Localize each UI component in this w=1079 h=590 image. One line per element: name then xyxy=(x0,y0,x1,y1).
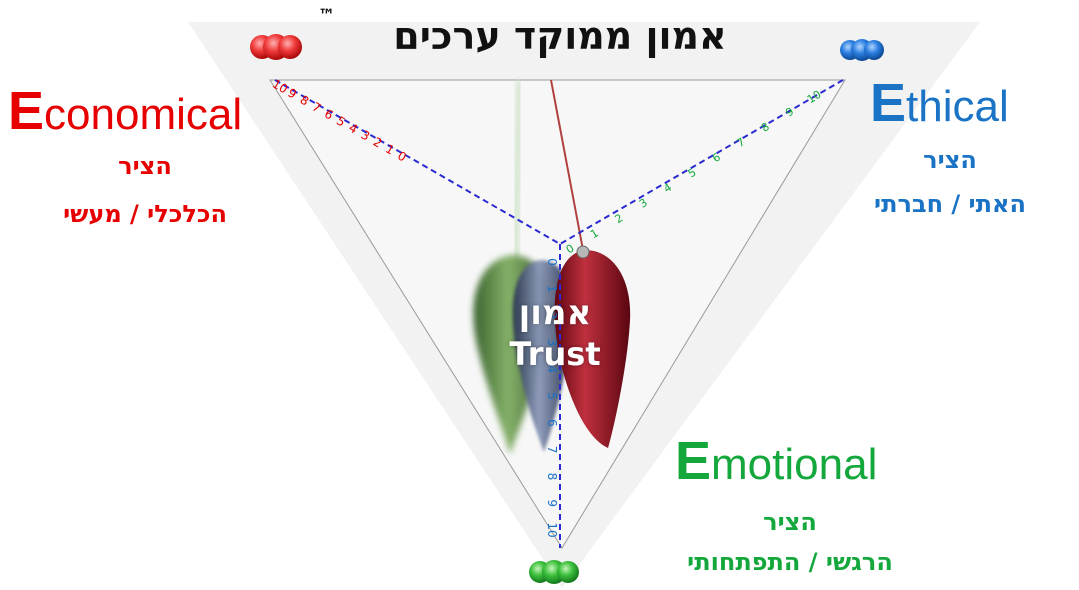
emotional-initial: E xyxy=(675,431,712,491)
scale-emotional: 0 1 2 3 4 5 6 7 8 9 10 xyxy=(545,258,559,537)
ethical-tick-10: 10 xyxy=(805,88,824,106)
emotional-tick-9: 9 xyxy=(545,499,559,507)
emotional-tick-5: 5 xyxy=(545,392,559,400)
red-balls-icon xyxy=(250,34,302,60)
emotional-label: Emotional xyxy=(675,430,877,492)
page-title: אמון ממוקד ערכים xyxy=(393,14,727,58)
trademark-symbol: ™ xyxy=(318,6,335,26)
ethical-label: Ethical xyxy=(870,72,1009,134)
center-english: Trust xyxy=(509,335,601,373)
axis-ethical xyxy=(559,79,844,245)
economical-rest: conomical xyxy=(44,90,243,139)
ethical-hebrew-1: הציר xyxy=(923,146,977,174)
ethical-initial: E xyxy=(870,73,907,133)
ethical-hebrew-2: האתי / חברתי xyxy=(874,190,1026,218)
emotional-tick-10: 10 xyxy=(545,522,559,537)
emotional-tick-0: 0 xyxy=(545,258,559,266)
emotional-tick-8: 8 xyxy=(545,473,559,481)
economical-initial: E xyxy=(8,81,45,141)
economical-tick-10: 10 xyxy=(270,77,290,97)
emotional-tick-2: 2 xyxy=(545,312,559,320)
emotional-tick-3: 3 xyxy=(545,339,559,347)
pendulum-string-red xyxy=(550,79,584,251)
pendulum-string-green xyxy=(510,79,525,261)
pendulum-red xyxy=(554,250,631,448)
emotional-hebrew-2: הרגשי / התפתחותי xyxy=(687,548,893,576)
axis-economical xyxy=(274,79,561,245)
economical-label: Economical xyxy=(8,80,242,142)
emotional-tick-4: 4 xyxy=(545,365,559,373)
economical-hebrew-1: הציר xyxy=(118,152,172,180)
emotional-hebrew-1: הציר xyxy=(763,508,817,536)
center-hebrew: אמון xyxy=(518,293,592,333)
blue-balls-icon xyxy=(840,39,884,61)
emotional-tick-7: 7 xyxy=(545,446,559,454)
center-trust-label: אמון Trust xyxy=(490,292,620,374)
emotional-rest: motional xyxy=(711,440,878,489)
green-balls-icon xyxy=(529,560,579,584)
emotional-tick-6: 6 xyxy=(545,419,559,427)
ethical-rest: thical xyxy=(906,82,1009,131)
emotional-tick-1: 1 xyxy=(545,285,559,293)
economical-hebrew-2: הכלכלי / מעשי xyxy=(63,200,227,228)
